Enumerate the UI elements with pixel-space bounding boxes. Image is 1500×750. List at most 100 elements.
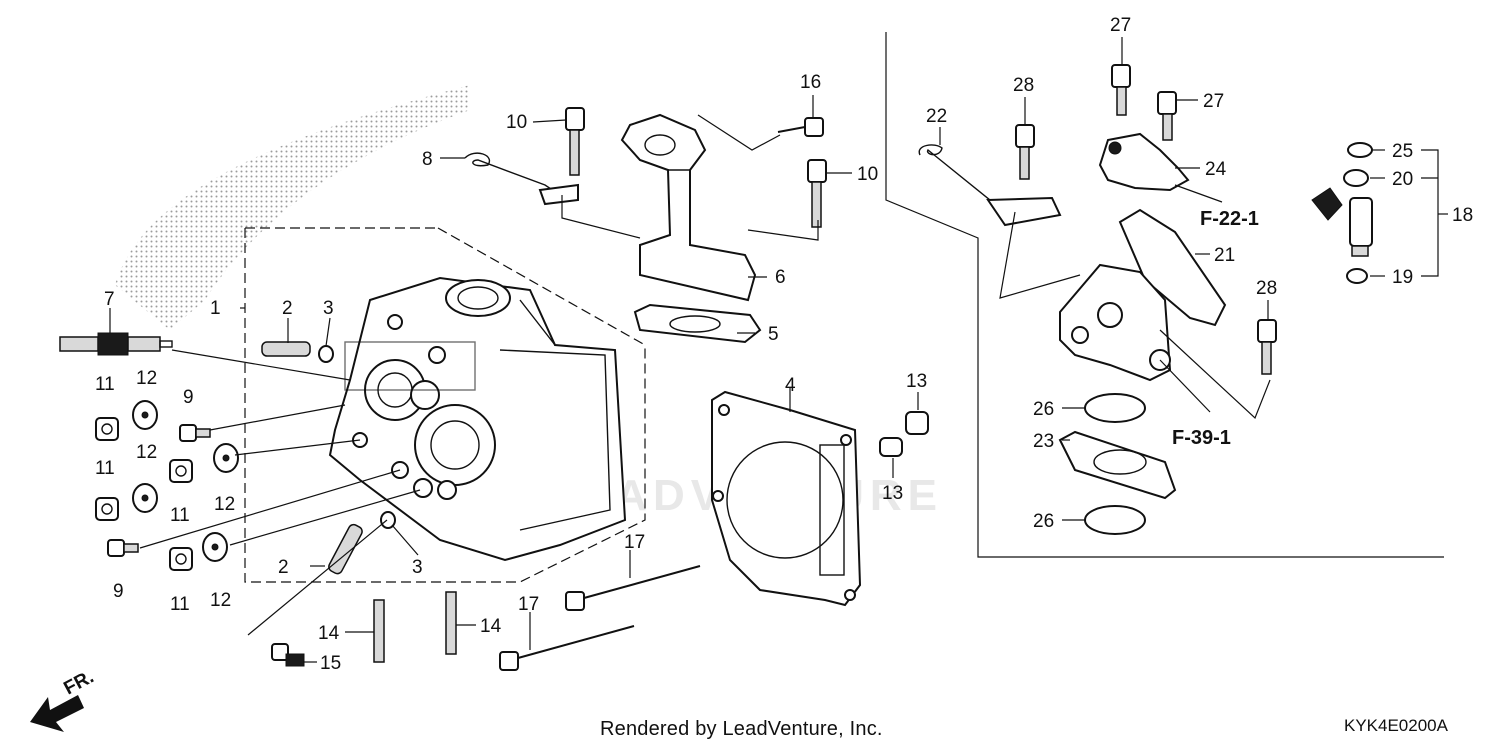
spark-plug [59, 332, 173, 356]
dowel-pin-13-b [879, 437, 903, 457]
callout-17: 17 [518, 594, 539, 615]
diagram-code: KYK4E0200A [1344, 716, 1448, 735]
bolt-15 [271, 643, 305, 667]
bolt-27-a [1111, 64, 1131, 116]
callout-2: 2 [278, 557, 289, 578]
head-assembly-box-diag [437, 227, 646, 346]
head-assembly-box [244, 228, 646, 583]
bolt-9-a [179, 424, 211, 442]
callout-23: 23 [1033, 431, 1054, 452]
long-bolt-17-a [565, 565, 701, 611]
intake-insulator [620, 113, 757, 302]
clip-8 [464, 152, 579, 206]
callout-16: 16 [800, 72, 821, 93]
shading-area [115, 85, 470, 330]
callout-24: 24 [1205, 159, 1227, 180]
bolt-10-b [807, 159, 827, 228]
callout-12: 12 [136, 368, 157, 389]
washer-12-a [132, 400, 158, 430]
callout-11: 11 [95, 458, 115, 479]
nut-11-d [169, 547, 193, 571]
callout-21: 21 [1214, 245, 1235, 266]
callout-12: 12 [136, 442, 157, 463]
front-arrow: FR. [30, 667, 97, 732]
callout-labels: 1 2 2 3 3 4 5 6 7 8 9 9 10 10 11 11 11 1… [95, 15, 1473, 674]
callout-2: 2 [282, 298, 293, 319]
callout-26: 26 [1033, 399, 1054, 420]
callout-13: 13 [906, 371, 927, 392]
callout-27: 27 [1203, 91, 1224, 112]
callout-11: 11 [170, 505, 190, 526]
bolt-28-a [1015, 124, 1035, 180]
dowel-pin-13-a [905, 411, 929, 435]
callout-5: 5 [768, 324, 779, 345]
sensor-24 [1098, 132, 1190, 192]
long-bolt-17-b [499, 625, 635, 671]
cylinder-head [328, 276, 627, 562]
front-label: FR. [60, 667, 97, 700]
nut-11-b [95, 497, 119, 521]
seal-19 [1346, 268, 1368, 284]
valve-guide-upper [261, 341, 311, 357]
insulator-23 [1058, 430, 1177, 500]
callout-28: 28 [1256, 278, 1277, 299]
o-ring-26-a [1084, 393, 1146, 423]
callout-13: 13 [882, 483, 903, 504]
callout-10: 10 [857, 164, 878, 185]
valve-guide-lower [328, 523, 363, 575]
callout-17: 17 [624, 532, 645, 553]
callout-3: 3 [412, 557, 423, 578]
callout-9: 9 [113, 581, 124, 602]
callout-7: 7 [104, 289, 115, 310]
callout-20: 20 [1392, 169, 1413, 190]
bolt-9-b [107, 539, 139, 557]
clip-3-lower [380, 511, 396, 529]
nut-11-a [95, 417, 119, 441]
washer-12-c [213, 443, 239, 473]
clip-3-upper [318, 345, 334, 363]
reference-f-22-1: F-22-1 [1200, 208, 1259, 230]
callout-19: 19 [1392, 267, 1413, 288]
stud-14-b [445, 591, 457, 655]
callout-3: 3 [323, 298, 334, 319]
cylinder-gasket [711, 390, 862, 607]
callout-10: 10 [506, 112, 527, 133]
callout-12: 12 [214, 494, 235, 515]
callout-27: 27 [1110, 15, 1131, 36]
bolt-27-b [1157, 91, 1177, 141]
callout-12: 12 [210, 590, 231, 611]
callout-26: 26 [1033, 511, 1054, 532]
o-ring-26-b [1084, 505, 1146, 535]
clip-22 [918, 144, 1062, 227]
callout-11: 11 [170, 594, 190, 615]
seal-25 [1347, 142, 1373, 158]
injector-18 [1311, 187, 1373, 257]
stud-14-a [373, 599, 385, 663]
callout-9: 9 [183, 387, 194, 408]
callout-11: 11 [95, 374, 115, 395]
callout-6: 6 [775, 267, 786, 288]
nut-11-c [169, 459, 193, 483]
callout-14: 14 [318, 623, 340, 644]
footer-credit: Rendered by LeadVenture, Inc. [600, 718, 883, 740]
group-frame [885, 32, 1444, 558]
o-ring-20 [1343, 169, 1369, 187]
callout-1: 1 [210, 298, 221, 319]
callout-25: 25 [1392, 141, 1413, 162]
throttle-body [1059, 263, 1172, 382]
washer-12-b [132, 483, 158, 513]
bolt-16 [777, 117, 824, 137]
callout-8: 8 [422, 149, 433, 170]
callout-14: 14 [480, 616, 502, 637]
callout-22: 22 [926, 106, 947, 127]
bolt-28-b [1257, 319, 1277, 375]
callout-28: 28 [1013, 75, 1034, 96]
insulator-gasket [633, 303, 762, 344]
washer-12-d [202, 532, 228, 562]
reference-f-39-1: F-39-1 [1172, 427, 1231, 449]
leader-lines [109, 37, 1448, 663]
callout-4: 4 [785, 375, 796, 396]
bolt-10-a [565, 107, 585, 176]
callout-18: 18 [1452, 205, 1473, 226]
